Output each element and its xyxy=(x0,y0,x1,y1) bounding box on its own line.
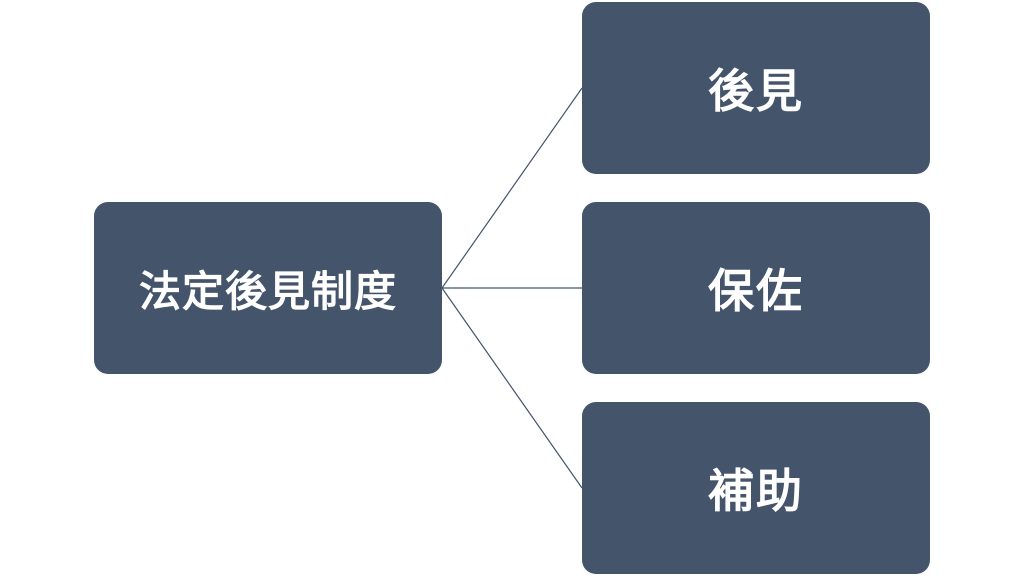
child-node-hojo: 補助 xyxy=(582,402,930,574)
connector-root-to-kouken xyxy=(441,87,583,289)
child-node-kouken: 後見 xyxy=(582,2,930,174)
connector-root-to-hojo xyxy=(441,287,583,489)
child-node-label: 保佐 xyxy=(708,264,804,318)
child-node-label: 後見 xyxy=(708,64,804,118)
root-node-label: 法定後見制度 xyxy=(138,266,397,316)
root-node-houtei-kouken-seido: 法定後見制度 xyxy=(94,202,442,374)
child-node-hosa: 保佐 xyxy=(582,202,930,374)
child-node-label: 補助 xyxy=(708,464,804,518)
